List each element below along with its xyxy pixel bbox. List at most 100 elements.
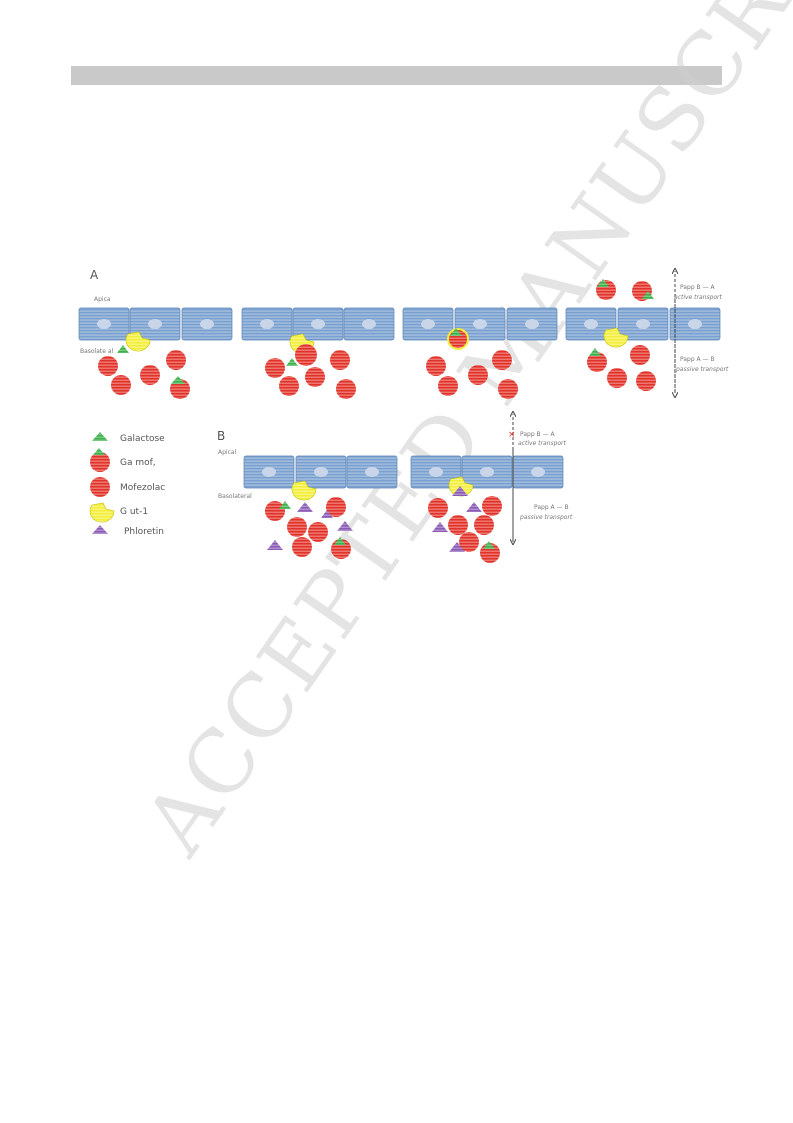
panel-a-basolateral-label: Basolate al: [80, 348, 114, 355]
panel-b-cell-monolayer: [243, 455, 564, 489]
phloretin-triangle-icon: [449, 542, 465, 552]
glut1-icon: [89, 502, 115, 523]
mofezolac-icon: [438, 376, 458, 396]
cell-nucleus: [148, 319, 162, 329]
cell-nucleus: [429, 467, 443, 477]
mofezolac-icon: [474, 515, 494, 535]
panel-b-apical-label: Apical: [218, 449, 237, 456]
panel-a-papp-ab-sub: passive transport: [675, 366, 729, 373]
phloretin-triangle-icon: [297, 502, 313, 512]
cell-nucleus: [525, 319, 539, 329]
galactose-triangle-icon: [334, 537, 346, 545]
galactose-triangle-icon: [286, 358, 298, 366]
cell-nucleus: [473, 319, 487, 329]
mofezolac-icon: [140, 365, 160, 385]
header-bar: [71, 66, 722, 85]
panel-b-molecules: [265, 476, 502, 563]
mofezolac-icon: [279, 376, 299, 396]
phloretin-triangle-icon: [432, 522, 448, 532]
phloretin-triangle-icon: [92, 525, 108, 534]
panel-b-papp-ab-label: Papp A — B: [534, 504, 569, 511]
galactose-triangle-icon: [589, 348, 601, 356]
galmofezolac-icon: [90, 452, 110, 472]
mofezolac-icon: [308, 522, 328, 542]
mofezolac-icon: [90, 477, 110, 497]
cell-nucleus: [480, 467, 494, 477]
mofezolac-icon: [492, 350, 512, 370]
mofezolac-icon: [287, 517, 307, 537]
legend-label-glut1: G ut-1: [120, 507, 148, 517]
blocked-cross-icon: ×: [508, 430, 516, 440]
panel-a-apical-label: Apica: [94, 296, 111, 303]
legend-label-galactose: Galactose: [120, 434, 165, 444]
panel-a-papp-ab-label: Papp A — B: [680, 356, 715, 363]
glut1-icon: [125, 331, 151, 352]
cell-nucleus: [362, 319, 376, 329]
mofezolac-icon: [587, 352, 607, 372]
mofezolac-icon: [459, 532, 479, 552]
panel-a-molecules: [98, 279, 656, 399]
cell-nucleus: [421, 319, 435, 329]
galactose-triangle-icon: [483, 541, 495, 549]
galactose-triangle-icon: [171, 376, 185, 384]
cell-nucleus: [260, 319, 274, 329]
legend: Galactose Ga mof, Mofezolac G ut-1 Phlor…: [89, 432, 165, 537]
phloretin-triangle-icon: [337, 521, 353, 531]
phloretin-triangle-icon: [321, 510, 333, 518]
galactose-triangle-icon: [92, 432, 108, 441]
cell-nucleus: [97, 319, 111, 329]
galmofezolac-triangle: [93, 448, 105, 455]
galactose-triangle-icon: [597, 279, 609, 287]
cell-nucleus: [531, 467, 545, 477]
cell-nucleus: [311, 319, 325, 329]
mofezolac-icon: [448, 515, 468, 535]
panel-a-label: A: [90, 268, 99, 282]
mofezolac-icon: [305, 367, 325, 387]
panel-a-papp-ba-label: Papp B — A: [680, 284, 715, 291]
panel-b-label: B: [217, 429, 225, 443]
galactose-triangle-icon: [450, 328, 462, 336]
legend-label-mofezolac: Mofezolac: [120, 483, 165, 493]
legend-label-phloretin: Phloretin: [124, 527, 164, 537]
galactose-triangle-icon: [642, 291, 654, 299]
mofezolac-icon: [111, 375, 131, 395]
cell-nucleus: [200, 319, 214, 329]
cell-nucleus: [365, 467, 379, 477]
mofezolac-icon: [636, 371, 656, 391]
panel-b-papp-ba-sub: active transport: [518, 440, 567, 447]
mofezolac-icon: [468, 365, 488, 385]
mofezolac-icon: [630, 345, 650, 365]
phloretin-triangle-icon: [267, 540, 283, 550]
panel-a-cell-monolayer: [78, 307, 721, 341]
mofezolac-icon: [498, 379, 518, 399]
mofezolac-icon: [326, 497, 346, 517]
mofezolac-icon: [330, 350, 350, 370]
glut1-icon: [603, 327, 629, 348]
mofezolac-icon: [336, 379, 356, 399]
mofezolac-icon: [482, 496, 502, 516]
galmofezolac-icon: [265, 501, 285, 521]
glut1-icon: [291, 480, 317, 501]
panel-b-basolateral-label: Basolateral: [218, 493, 252, 500]
panel-b-papp-ba-label: Papp B — A: [520, 431, 555, 438]
cell-nucleus: [314, 467, 328, 477]
panel-b-papp-ab-sub: passive transport: [519, 514, 573, 521]
phloretin-triangle-icon: [466, 502, 482, 512]
galmofezolac-icon: [295, 344, 317, 366]
legend-label-galmofezolac: Ga mof,: [120, 458, 156, 468]
phloretin-triangle-icon: [452, 486, 468, 496]
mofezolac-icon: [292, 537, 312, 557]
galactose-triangle-icon: [279, 501, 291, 509]
mofezolac-icon: [166, 350, 186, 370]
galactose-triangle-icon: [117, 345, 129, 353]
mofezolac-icon: [426, 356, 446, 376]
cell-nucleus: [636, 319, 650, 329]
mofezolac-icon: [607, 368, 627, 388]
mofezolac-icon: [265, 358, 285, 378]
mofezolac-icon: [98, 356, 118, 376]
cell-nucleus: [262, 467, 276, 477]
galmofezolac-icon: [428, 498, 448, 518]
cell-nucleus: [688, 319, 702, 329]
cell-nucleus: [584, 319, 598, 329]
